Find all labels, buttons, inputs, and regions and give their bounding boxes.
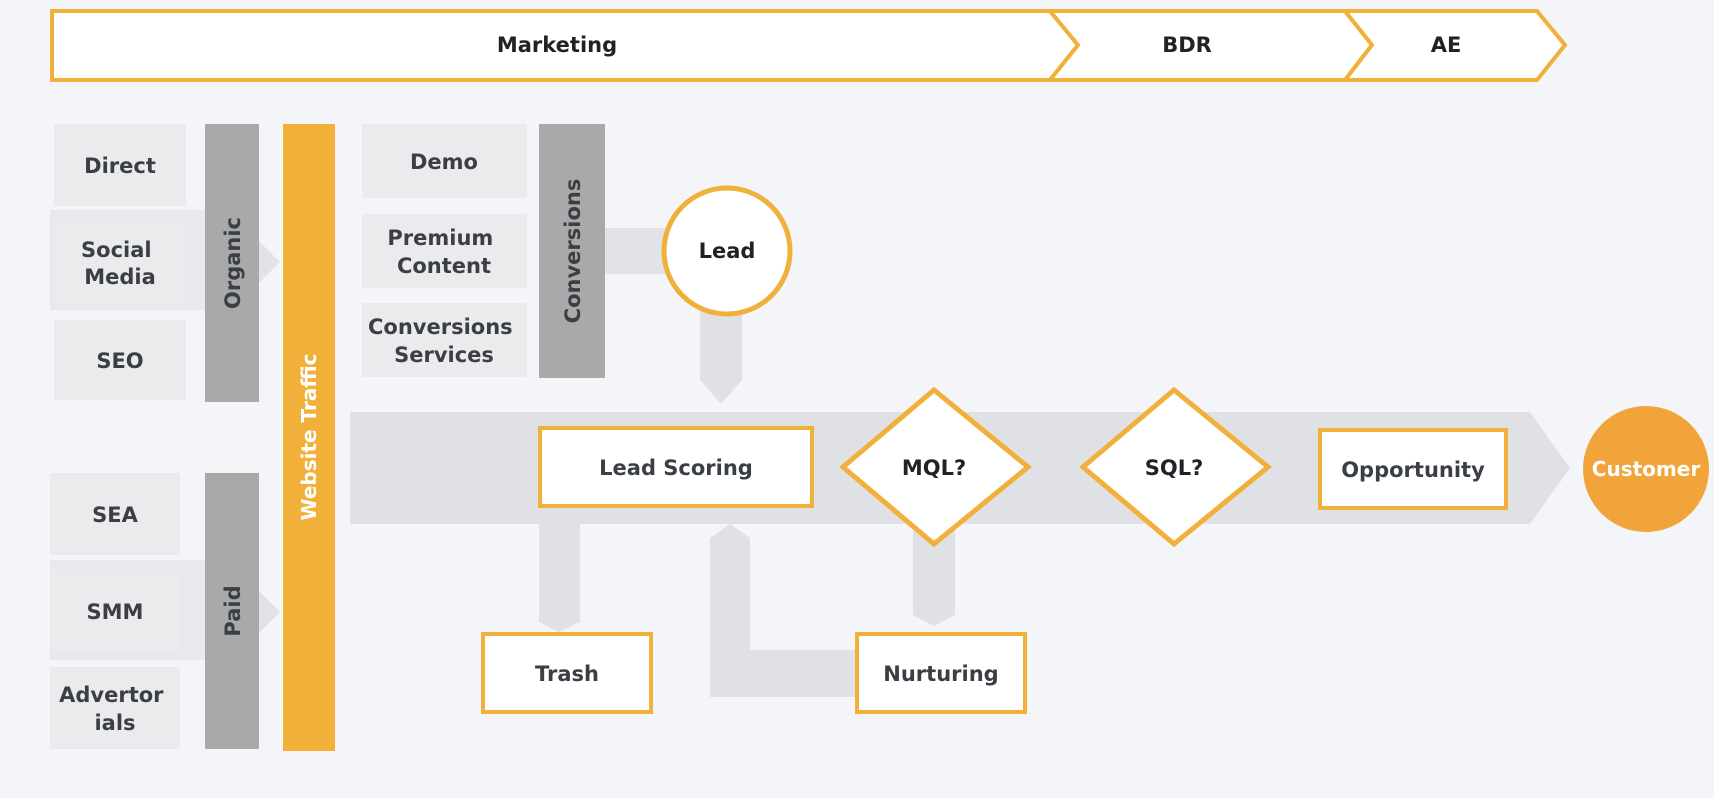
lower-connectors bbox=[539, 524, 955, 697]
stage-bdr-label: BDR bbox=[1162, 33, 1212, 57]
source-direct-box bbox=[54, 124, 186, 206]
trash-label: Trash bbox=[535, 662, 599, 686]
lead-scoring-box bbox=[538, 426, 814, 508]
stage-banner: Marketing BDR AE bbox=[50, 9, 1568, 82]
source-social-media-label: Social Media bbox=[81, 238, 159, 289]
website-traffic-bar bbox=[283, 124, 335, 751]
lead-node bbox=[661, 185, 793, 317]
nurturing-connector bbox=[913, 524, 955, 626]
trash-connector bbox=[539, 524, 580, 632]
conversions-bar bbox=[539, 124, 605, 378]
source-conversions-services-box bbox=[362, 303, 527, 377]
source-advertorials-box bbox=[50, 667, 180, 749]
paid-arrow-tip bbox=[258, 590, 280, 634]
nurturing-return-path bbox=[710, 524, 855, 697]
source-premium-content-box bbox=[362, 214, 527, 288]
nurturing-box bbox=[855, 632, 1027, 714]
conversions-label: Conversions bbox=[561, 179, 585, 324]
paid-bar bbox=[205, 473, 259, 749]
source-smm-label: SMM bbox=[87, 600, 144, 624]
organic-bar bbox=[205, 124, 259, 402]
opportunity-box bbox=[1318, 428, 1508, 510]
source-premium-content-line1: Premium bbox=[387, 226, 493, 250]
source-social-media-box bbox=[54, 222, 186, 304]
source-sea-label: SEA bbox=[92, 503, 138, 527]
source-social-media-line1: Social bbox=[81, 238, 152, 262]
source-demo-label: Demo bbox=[410, 150, 478, 174]
customer-label: Customer bbox=[1592, 457, 1701, 481]
paid-label: Paid bbox=[221, 585, 245, 636]
opportunity-label: Opportunity bbox=[1341, 458, 1485, 482]
source-conversions-services-line2: Services bbox=[394, 343, 494, 367]
customer-node bbox=[1583, 406, 1709, 532]
source-smm-box bbox=[50, 570, 180, 652]
conversion-sources: Demo Premium Content Conversions Service… bbox=[362, 124, 527, 377]
source-seo-label: SEO bbox=[96, 349, 143, 373]
source-conversions-services-label: Conversions Services bbox=[368, 315, 520, 367]
organic-arrow-tip bbox=[258, 240, 280, 284]
stage-ae-label: AE bbox=[1431, 33, 1462, 57]
source-advertorials-line2: ials bbox=[94, 711, 135, 735]
paid-sources: SEA SMM Advertor ials bbox=[50, 473, 180, 749]
source-premium-content-label: Premium Content bbox=[387, 226, 500, 278]
mql-label: MQL? bbox=[902, 456, 966, 480]
source-advertorials-line1: Advertor bbox=[59, 683, 164, 707]
lead-scoring-label: Lead Scoring bbox=[599, 456, 753, 480]
source-social-media-line2: Media bbox=[84, 265, 156, 289]
source-advertorials-label: Advertor ials bbox=[59, 683, 171, 735]
source-premium-content-line2: Content bbox=[397, 254, 491, 278]
website-traffic-label: Website Traffic bbox=[297, 353, 321, 520]
source-sea-box bbox=[50, 473, 180, 555]
sql-label: SQL? bbox=[1145, 456, 1204, 480]
nurturing-label: Nurturing bbox=[883, 662, 998, 686]
source-conversions-services-line1: Conversions bbox=[368, 315, 513, 339]
source-seo-box bbox=[54, 320, 186, 400]
lead-down-arrow bbox=[700, 310, 742, 404]
stage-ae-chevron bbox=[1340, 9, 1568, 82]
stage-marketing-label: Marketing bbox=[497, 33, 617, 57]
lead-label: Lead bbox=[699, 239, 756, 263]
sql-decision bbox=[1079, 386, 1272, 548]
source-direct-label: Direct bbox=[84, 154, 156, 178]
trash-box bbox=[481, 632, 653, 714]
mql-decision bbox=[839, 386, 1032, 548]
source-demo-box bbox=[362, 124, 527, 198]
organic-label: Organic bbox=[221, 217, 245, 309]
organic-sources: Direct Social Media SEO bbox=[54, 124, 186, 400]
